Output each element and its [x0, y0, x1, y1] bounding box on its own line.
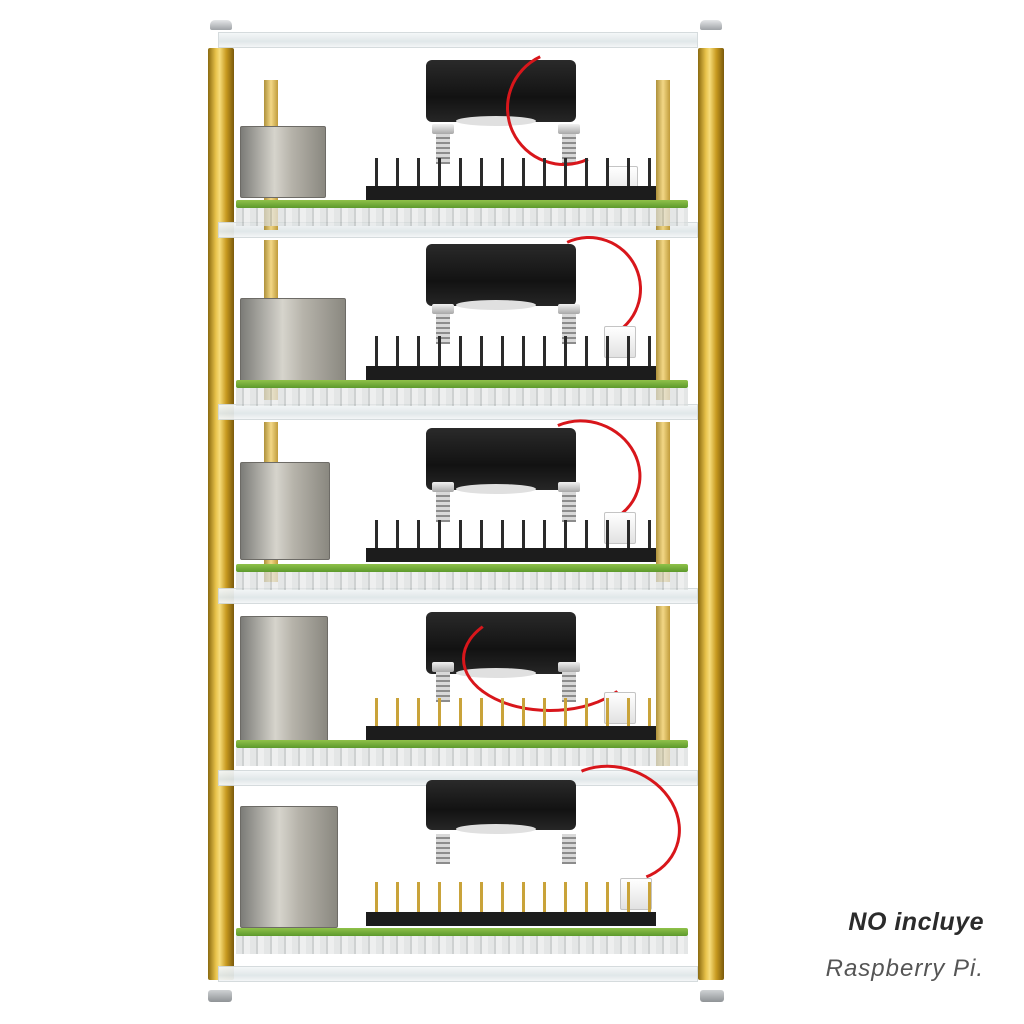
top-screw-left — [210, 20, 232, 30]
gpio-pins — [366, 882, 656, 916]
ethernet-port — [240, 806, 338, 928]
tier-3 — [236, 403, 688, 590]
fan-bolt — [562, 672, 576, 702]
pcb-underside — [236, 208, 688, 226]
ethernet-port — [240, 616, 328, 742]
tier-4 — [236, 596, 688, 768]
caption-product: Raspberry Pi. — [825, 955, 984, 982]
tier-5 — [236, 746, 698, 964]
brass-standoff-left — [208, 48, 234, 980]
inner-standoff — [656, 606, 670, 766]
gpio-pins — [366, 336, 656, 370]
fan-bolt — [562, 492, 576, 522]
brass-standoff-right — [698, 48, 724, 980]
pcb-board — [236, 200, 688, 208]
fan-nut — [432, 482, 454, 492]
fan-bolt — [436, 492, 450, 522]
pcb-underside — [236, 572, 688, 590]
fan-bolt — [436, 834, 450, 864]
cooling-fan — [426, 244, 576, 310]
gpio-header — [366, 366, 656, 380]
inner-standoff — [656, 240, 670, 400]
inner-standoff — [656, 80, 670, 230]
gpio-header — [366, 548, 656, 562]
gpio-header — [366, 912, 656, 926]
acrylic-plate-bottom — [218, 966, 698, 982]
fan-bolt — [562, 834, 576, 864]
fan-nut — [432, 304, 454, 314]
cooling-fan — [426, 780, 576, 834]
gpio-header — [366, 726, 656, 740]
usb-ports — [240, 462, 330, 560]
caption-not-included: NO incluye — [848, 908, 984, 936]
fan-nut — [558, 662, 580, 672]
cooling-fan — [426, 428, 576, 494]
foot-right — [700, 990, 724, 1002]
fan-bolt — [436, 134, 450, 164]
top-screw-right — [700, 20, 722, 30]
pcb-underside — [236, 936, 688, 954]
inner-standoff — [656, 422, 670, 582]
pcb-board — [236, 740, 688, 748]
tier-2 — [236, 221, 688, 406]
acrylic-plate-top — [218, 32, 698, 48]
pcb-underside — [236, 388, 688, 406]
foot-left — [208, 990, 232, 1002]
tier-1 — [236, 33, 688, 230]
pcb-board — [236, 380, 688, 388]
cooling-fan — [426, 60, 576, 126]
pcb-board — [236, 564, 688, 572]
fan-nut — [432, 124, 454, 134]
fan-nut — [558, 124, 580, 134]
gpio-header — [366, 186, 656, 200]
fan-bolt — [562, 134, 576, 164]
fan-bolt — [436, 672, 450, 702]
fan-nut — [432, 662, 454, 672]
fan-nut — [558, 304, 580, 314]
fan-nut — [558, 482, 580, 492]
pcb-underside — [236, 748, 688, 766]
usb-ethernet-port — [240, 126, 326, 198]
pcb-board — [236, 928, 688, 936]
usb-ports — [240, 298, 346, 384]
